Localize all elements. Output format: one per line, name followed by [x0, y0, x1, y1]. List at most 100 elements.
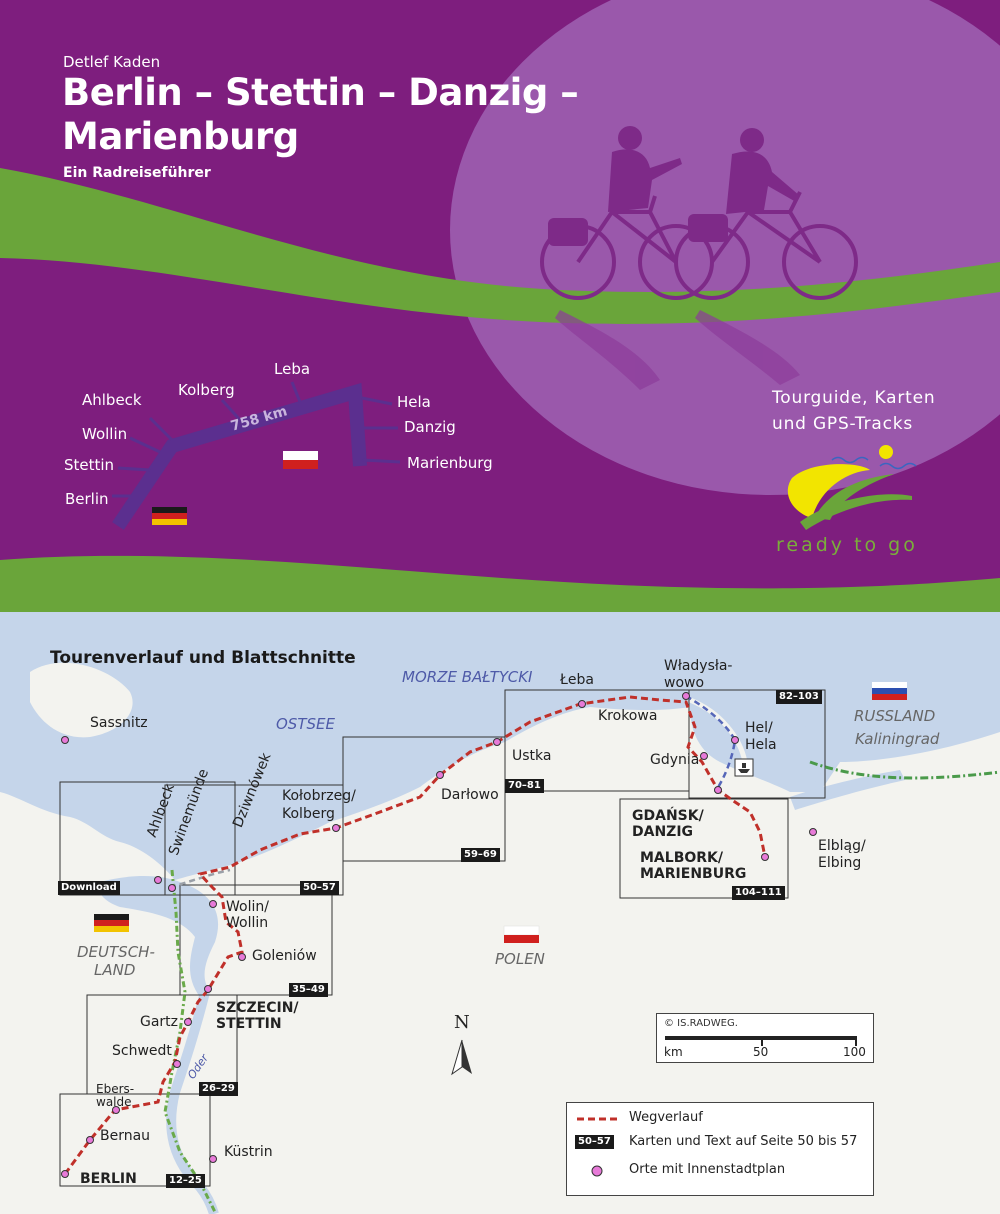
- bottom-green-band: [0, 555, 1000, 612]
- sheet-badge-70-81: 70–81: [505, 779, 544, 793]
- route-overview-map: Tourenverlauf und Blattschnitte MORZE BA…: [0, 612, 1000, 1214]
- place-malbork-1: MALBORK/: [640, 850, 724, 866]
- sheet-badge-26-29: 26–29: [199, 1082, 238, 1096]
- route-town-ahlbeck: Ahlbeck: [82, 391, 142, 409]
- place-wladyslawowo-1: Władysła-: [664, 658, 733, 674]
- sheet-badge-download: Download: [58, 881, 120, 895]
- north-label: N: [454, 1012, 470, 1033]
- place-sassnitz: Sassnitz: [90, 715, 148, 731]
- place-gdansk-2: DANZIG: [632, 824, 694, 840]
- moon-shape: [450, 0, 1000, 495]
- tagline-line-1: Tourguide, Karten: [772, 388, 936, 408]
- place-darlowo: Darłowo: [441, 787, 499, 803]
- legend-city-text: Orte mit Innenstadtplan: [629, 1162, 786, 1177]
- route-town-stettin: Stettin: [64, 456, 115, 474]
- russia-border-line: [809, 760, 1000, 780]
- place-leba: Łeba: [560, 672, 594, 688]
- scale-max-label: 100: [843, 1045, 866, 1059]
- place-krokowa: Krokowa: [598, 708, 658, 724]
- book-subtitle: Ein Radreiseführer: [63, 165, 211, 181]
- map-artwork: [0, 612, 1000, 1214]
- ferry-icon: [734, 758, 754, 777]
- route-town-danzig: Danzig: [404, 418, 456, 436]
- route-line: [63, 695, 767, 1175]
- reflection-shape: [555, 310, 800, 390]
- place-wolin-1: Wolin/: [226, 899, 269, 915]
- place-schwedt: Schwedt: [112, 1043, 172, 1059]
- sheet-badge-82-103: 82–103: [776, 690, 822, 704]
- place-malbork-2: MARIENBURG: [640, 866, 747, 882]
- country-deutschland-2: LAND: [94, 961, 136, 979]
- place-bernau: Bernau: [100, 1128, 151, 1144]
- place-ustka: Ustka: [512, 748, 552, 764]
- scale-tick-max: [855, 1036, 857, 1046]
- cover-artwork: [0, 0, 1000, 612]
- place-hel-2: Hela: [745, 737, 777, 753]
- scale-mid-label: 50: [753, 1045, 769, 1059]
- german-flag-map-icon: [94, 914, 129, 932]
- place-wladyslawowo-2: wowo: [664, 675, 705, 691]
- country-polen: POLEN: [495, 950, 545, 968]
- legend-sheet-badge: 50–57: [575, 1135, 614, 1149]
- place-kuestrin: Küstrin: [224, 1144, 273, 1160]
- route-town-hela: Hela: [397, 393, 431, 411]
- place-hel-1: Hel/: [745, 720, 773, 736]
- baltic-sea-shape: [0, 612, 1000, 880]
- place-gartz: Gartz: [140, 1014, 179, 1030]
- legend-symbols: [577, 1117, 617, 1177]
- place-berlin: BERLIN: [80, 1171, 137, 1187]
- place-kolobrzeg-1: Kołobrzeg/: [282, 788, 356, 804]
- place-szczecin-2: STETTIN: [216, 1016, 282, 1032]
- route-town-marienburg: Marienburg: [407, 454, 493, 472]
- place-elblag-2: Elbing: [818, 855, 862, 871]
- north-arrow-icon: [451, 1039, 472, 1076]
- route-town-berlin: Berlin: [65, 490, 109, 508]
- book-title-line-2: Marienburg: [62, 115, 299, 158]
- place-eberswalde-2: walde: [96, 1095, 132, 1109]
- szczecin-lagoon-shape: [98, 876, 219, 997]
- route-diagram: [112, 381, 401, 530]
- place-gdynia: Gdynia: [650, 752, 700, 768]
- ruegen-island-shape: [30, 662, 133, 738]
- sheet-badge-50-57: 50–57: [300, 881, 339, 895]
- map-heading: Tourenverlauf und Blattschnitte: [50, 648, 356, 668]
- tagline-line-2: und GPS-Tracks: [772, 414, 914, 434]
- place-elblag-1: Elbląg/: [818, 838, 866, 854]
- polish-flag-icon: [283, 451, 318, 469]
- sheet-badge-104-111: 104–111: [732, 886, 785, 900]
- map-legend: Wegverlauf 50–57 Karten und Text auf Sei…: [566, 1102, 874, 1196]
- route-town-leba: Leba: [274, 360, 311, 378]
- scale-copyright: © IS.RADWEG.: [664, 1018, 738, 1029]
- scale-tick-mid: [761, 1036, 763, 1046]
- green-band: [0, 168, 1000, 324]
- city-dots: [61, 692, 817, 1178]
- book-title-line-1: Berlin – Stettin – Danzig –: [62, 71, 579, 114]
- sea-label-morze: MORZE BAŁTYCKI: [402, 668, 533, 686]
- russian-flag-icon: [872, 682, 907, 700]
- cyclists-icon: [540, 191, 858, 300]
- country-kaliningrad: Kaliningrad: [855, 730, 940, 748]
- place-szczecin-1: SZCZECIN/: [216, 1000, 299, 1016]
- place-eberswalde-1: Ebers-: [96, 1082, 135, 1096]
- cover-section: Detlef Kaden Berlin – Stettin – Danzig –…: [0, 0, 1000, 612]
- route-town-kolberg: Kolberg: [178, 381, 235, 399]
- brand-name: ready to go: [776, 534, 918, 556]
- place-wolin-2: Wollin: [226, 915, 269, 931]
- sheet-badge-59-69: 59–69: [461, 848, 500, 862]
- riders-icon: [548, 126, 800, 246]
- gulf-of-gdansk-shape: [700, 702, 830, 788]
- author-name: Detlef Kaden: [63, 53, 161, 71]
- place-kolobrzeg-2: Kolberg: [282, 806, 335, 822]
- route-town-wollin: Wollin: [82, 425, 128, 443]
- legend-route: Wegverlauf: [629, 1110, 703, 1125]
- place-goleniow: Goleniów: [252, 948, 317, 964]
- sea-label-ostsee: OSTSEE: [276, 715, 335, 733]
- polish-flag-map-icon: [503, 925, 540, 943]
- sheet-badge-12-25: 12–25: [166, 1174, 205, 1188]
- ready-to-go-logo-icon: [787, 445, 917, 530]
- sheet-badge-35-49: 35–49: [289, 983, 328, 997]
- place-gdansk-1: GDAŃSK/: [632, 808, 704, 824]
- country-deutschland-1: DEUTSCH-: [77, 943, 155, 961]
- german-flag-icon: [152, 507, 187, 525]
